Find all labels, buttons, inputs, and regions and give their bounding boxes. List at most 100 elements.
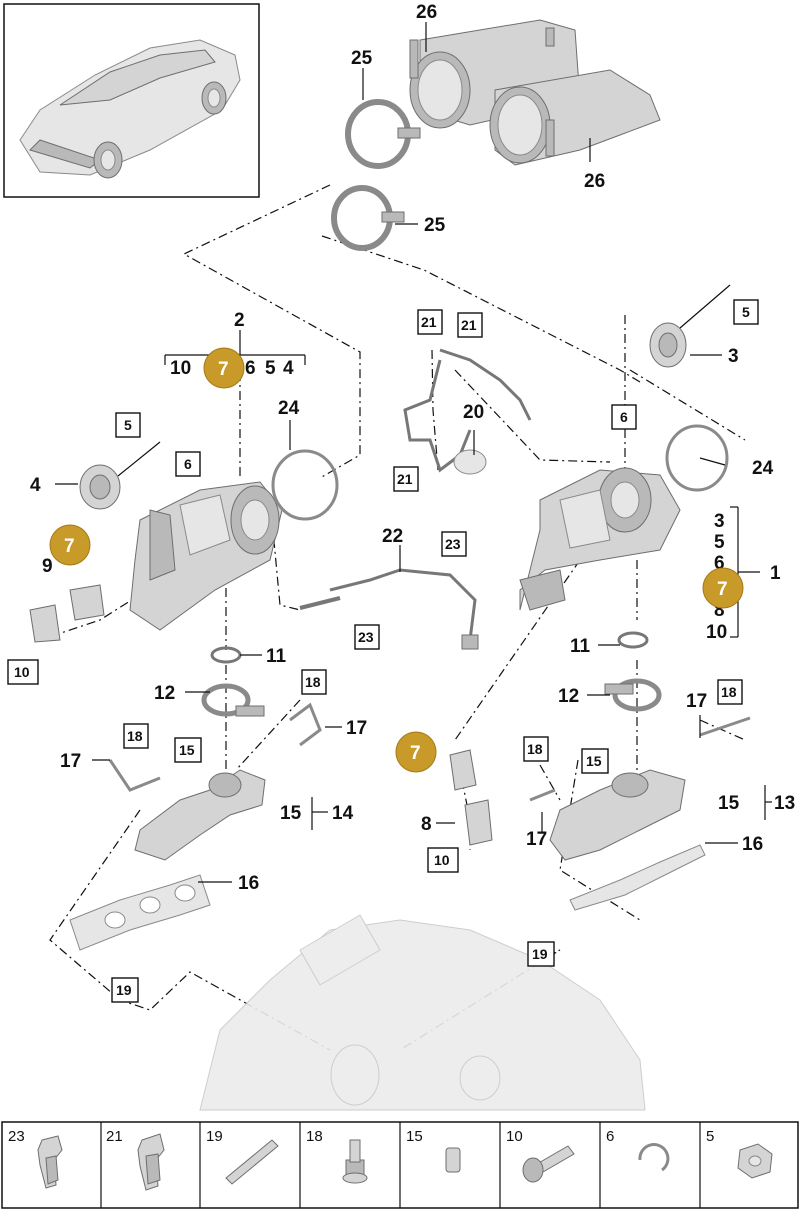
legend-num-6: 6 xyxy=(606,1128,614,1145)
boxed-callout-21-a: 21 xyxy=(417,309,443,335)
turbocharger-right xyxy=(519,467,681,611)
boxed-callout-18-a: 18 xyxy=(301,669,327,695)
exhaust-manifold-left xyxy=(134,769,266,861)
callout-22: 22 xyxy=(382,526,403,547)
oxygen-sensors xyxy=(299,348,532,650)
manifold-gasket-left xyxy=(69,874,211,951)
boxed-callout-18-b: 18 xyxy=(123,723,149,749)
v-band-clamps xyxy=(331,99,421,251)
callout-8-right: 8 xyxy=(714,600,725,621)
boxed-callout-10-center: 10 xyxy=(427,847,459,873)
legend-num-18: 18 xyxy=(306,1128,323,1145)
callout-16-left: 16 xyxy=(238,873,259,894)
callout-17-right-b: 17 xyxy=(686,691,707,712)
legend-num-21: 21 xyxy=(106,1128,123,1145)
svg-text:18: 18 xyxy=(305,674,321,690)
svg-text:15: 15 xyxy=(179,742,195,758)
legend-num-23: 23 xyxy=(8,1128,25,1145)
boxed-callout-6-right: 6 xyxy=(611,404,637,430)
boxed-callout-15-b: 15 xyxy=(581,748,609,774)
turbocharger-left xyxy=(129,481,283,631)
svg-text:7: 7 xyxy=(410,743,421,764)
gasket-ring-right xyxy=(665,424,729,492)
assembly-lines xyxy=(39,184,746,1051)
gold-markers: 7 7 7 7 xyxy=(49,347,744,773)
boxed-callout-6-left: 6 xyxy=(175,451,201,477)
callout-17-right-a: 17 xyxy=(526,829,547,850)
svg-text:19: 19 xyxy=(116,982,132,998)
boxed-callout-21-b: 21 xyxy=(457,312,483,338)
svg-text:18: 18 xyxy=(527,741,543,757)
callout-row-4: 4 xyxy=(283,358,294,379)
svg-text:18: 18 xyxy=(127,728,143,744)
clamp-left xyxy=(201,683,265,717)
boxed-callout-5-right: 5 xyxy=(733,299,759,325)
wastegate-actuator-right xyxy=(649,284,731,368)
boxed-callout-21-c: 21 xyxy=(393,466,419,492)
svg-text:7: 7 xyxy=(218,359,229,380)
callout-11-left: 11 xyxy=(266,646,287,667)
boxed-callout-18-d: 18 xyxy=(523,736,549,762)
callout-24-left: 24 xyxy=(278,398,300,419)
svg-text:21: 21 xyxy=(461,317,477,333)
callout-26-top: 26 xyxy=(416,2,437,23)
callout-11-right: 11 xyxy=(570,636,591,657)
callout-10-right: 10 xyxy=(706,622,727,643)
boxed-callout-18-c: 18 xyxy=(717,679,743,705)
callout-row-6: 6 xyxy=(245,358,256,379)
callout-3-right: 3 xyxy=(714,511,725,532)
gold-marker-7-left: 7 xyxy=(49,524,91,566)
gold-marker-7-top: 7 xyxy=(203,347,245,389)
boxed-callout-23-b: 23 xyxy=(354,624,380,650)
legend-num-10: 10 xyxy=(506,1128,523,1145)
svg-text:7: 7 xyxy=(717,579,728,600)
circlip-icon xyxy=(638,1143,670,1172)
svg-text:5: 5 xyxy=(742,304,750,320)
callout-numbers: 26 26 25 25 2 10 6 5 4 24 24 4 9 11 11 1… xyxy=(30,2,795,894)
callout-12-right: 12 xyxy=(558,686,579,707)
boxed-callouts: 5 6 10 21 21 21 23 23 5 6 18 18 18 18 15… xyxy=(7,299,759,1003)
boxed-callout-23-a: 23 xyxy=(441,531,467,557)
bracket-center xyxy=(449,749,493,846)
svg-text:18: 18 xyxy=(721,684,737,700)
svg-text:5: 5 xyxy=(124,417,132,433)
callout-row-5: 5 xyxy=(265,358,276,379)
heat-shield-strip-left-2 xyxy=(289,702,322,747)
boxed-callout-19-a: 19 xyxy=(111,977,139,1003)
svg-text:23: 23 xyxy=(358,629,374,645)
callout-3-top: 3 xyxy=(728,346,739,367)
heat-shield-strip-left xyxy=(108,759,161,792)
svg-text:6: 6 xyxy=(184,456,192,472)
small-parts-legend: 23 21 19 18 15 10 6 5 xyxy=(1,1121,799,1209)
callout-6-right: 6 xyxy=(714,553,725,574)
boxed-callout-10-left: 10 xyxy=(7,659,39,685)
svg-text:7: 7 xyxy=(64,536,75,557)
callout-25-bottom: 25 xyxy=(424,215,446,236)
callout-8: 8 xyxy=(421,814,432,835)
clip-icon xyxy=(37,1135,63,1189)
svg-text:10: 10 xyxy=(14,664,30,680)
callout-17-left-a: 17 xyxy=(60,751,81,772)
svg-text:15: 15 xyxy=(586,753,602,769)
boxed-callout-19-b: 19 xyxy=(527,941,555,967)
double-clip-icon xyxy=(137,1133,165,1191)
callout-row-10: 10 xyxy=(170,358,191,379)
nut-icon xyxy=(737,1143,773,1179)
svg-text:21: 21 xyxy=(397,471,413,487)
manifold-gasket-right xyxy=(569,844,706,911)
callout-26-bottom: 26 xyxy=(584,171,605,192)
callout-15-left: 15 xyxy=(280,803,302,824)
callout-17-left-b: 17 xyxy=(346,718,367,739)
boxed-callout-15-a: 15 xyxy=(174,737,202,763)
callout-1: 1 xyxy=(770,563,781,584)
callout-5-right: 5 xyxy=(714,532,725,553)
svg-text:21: 21 xyxy=(421,314,437,330)
callout-16-right: 16 xyxy=(742,834,763,855)
callout-24-right: 24 xyxy=(752,458,774,479)
pin-icon xyxy=(225,1139,279,1185)
boxed-callout-5-left: 5 xyxy=(115,412,141,438)
callout-20: 20 xyxy=(463,402,484,423)
engine-block-ghost xyxy=(199,914,646,1111)
legend-num-15: 15 xyxy=(406,1128,423,1145)
